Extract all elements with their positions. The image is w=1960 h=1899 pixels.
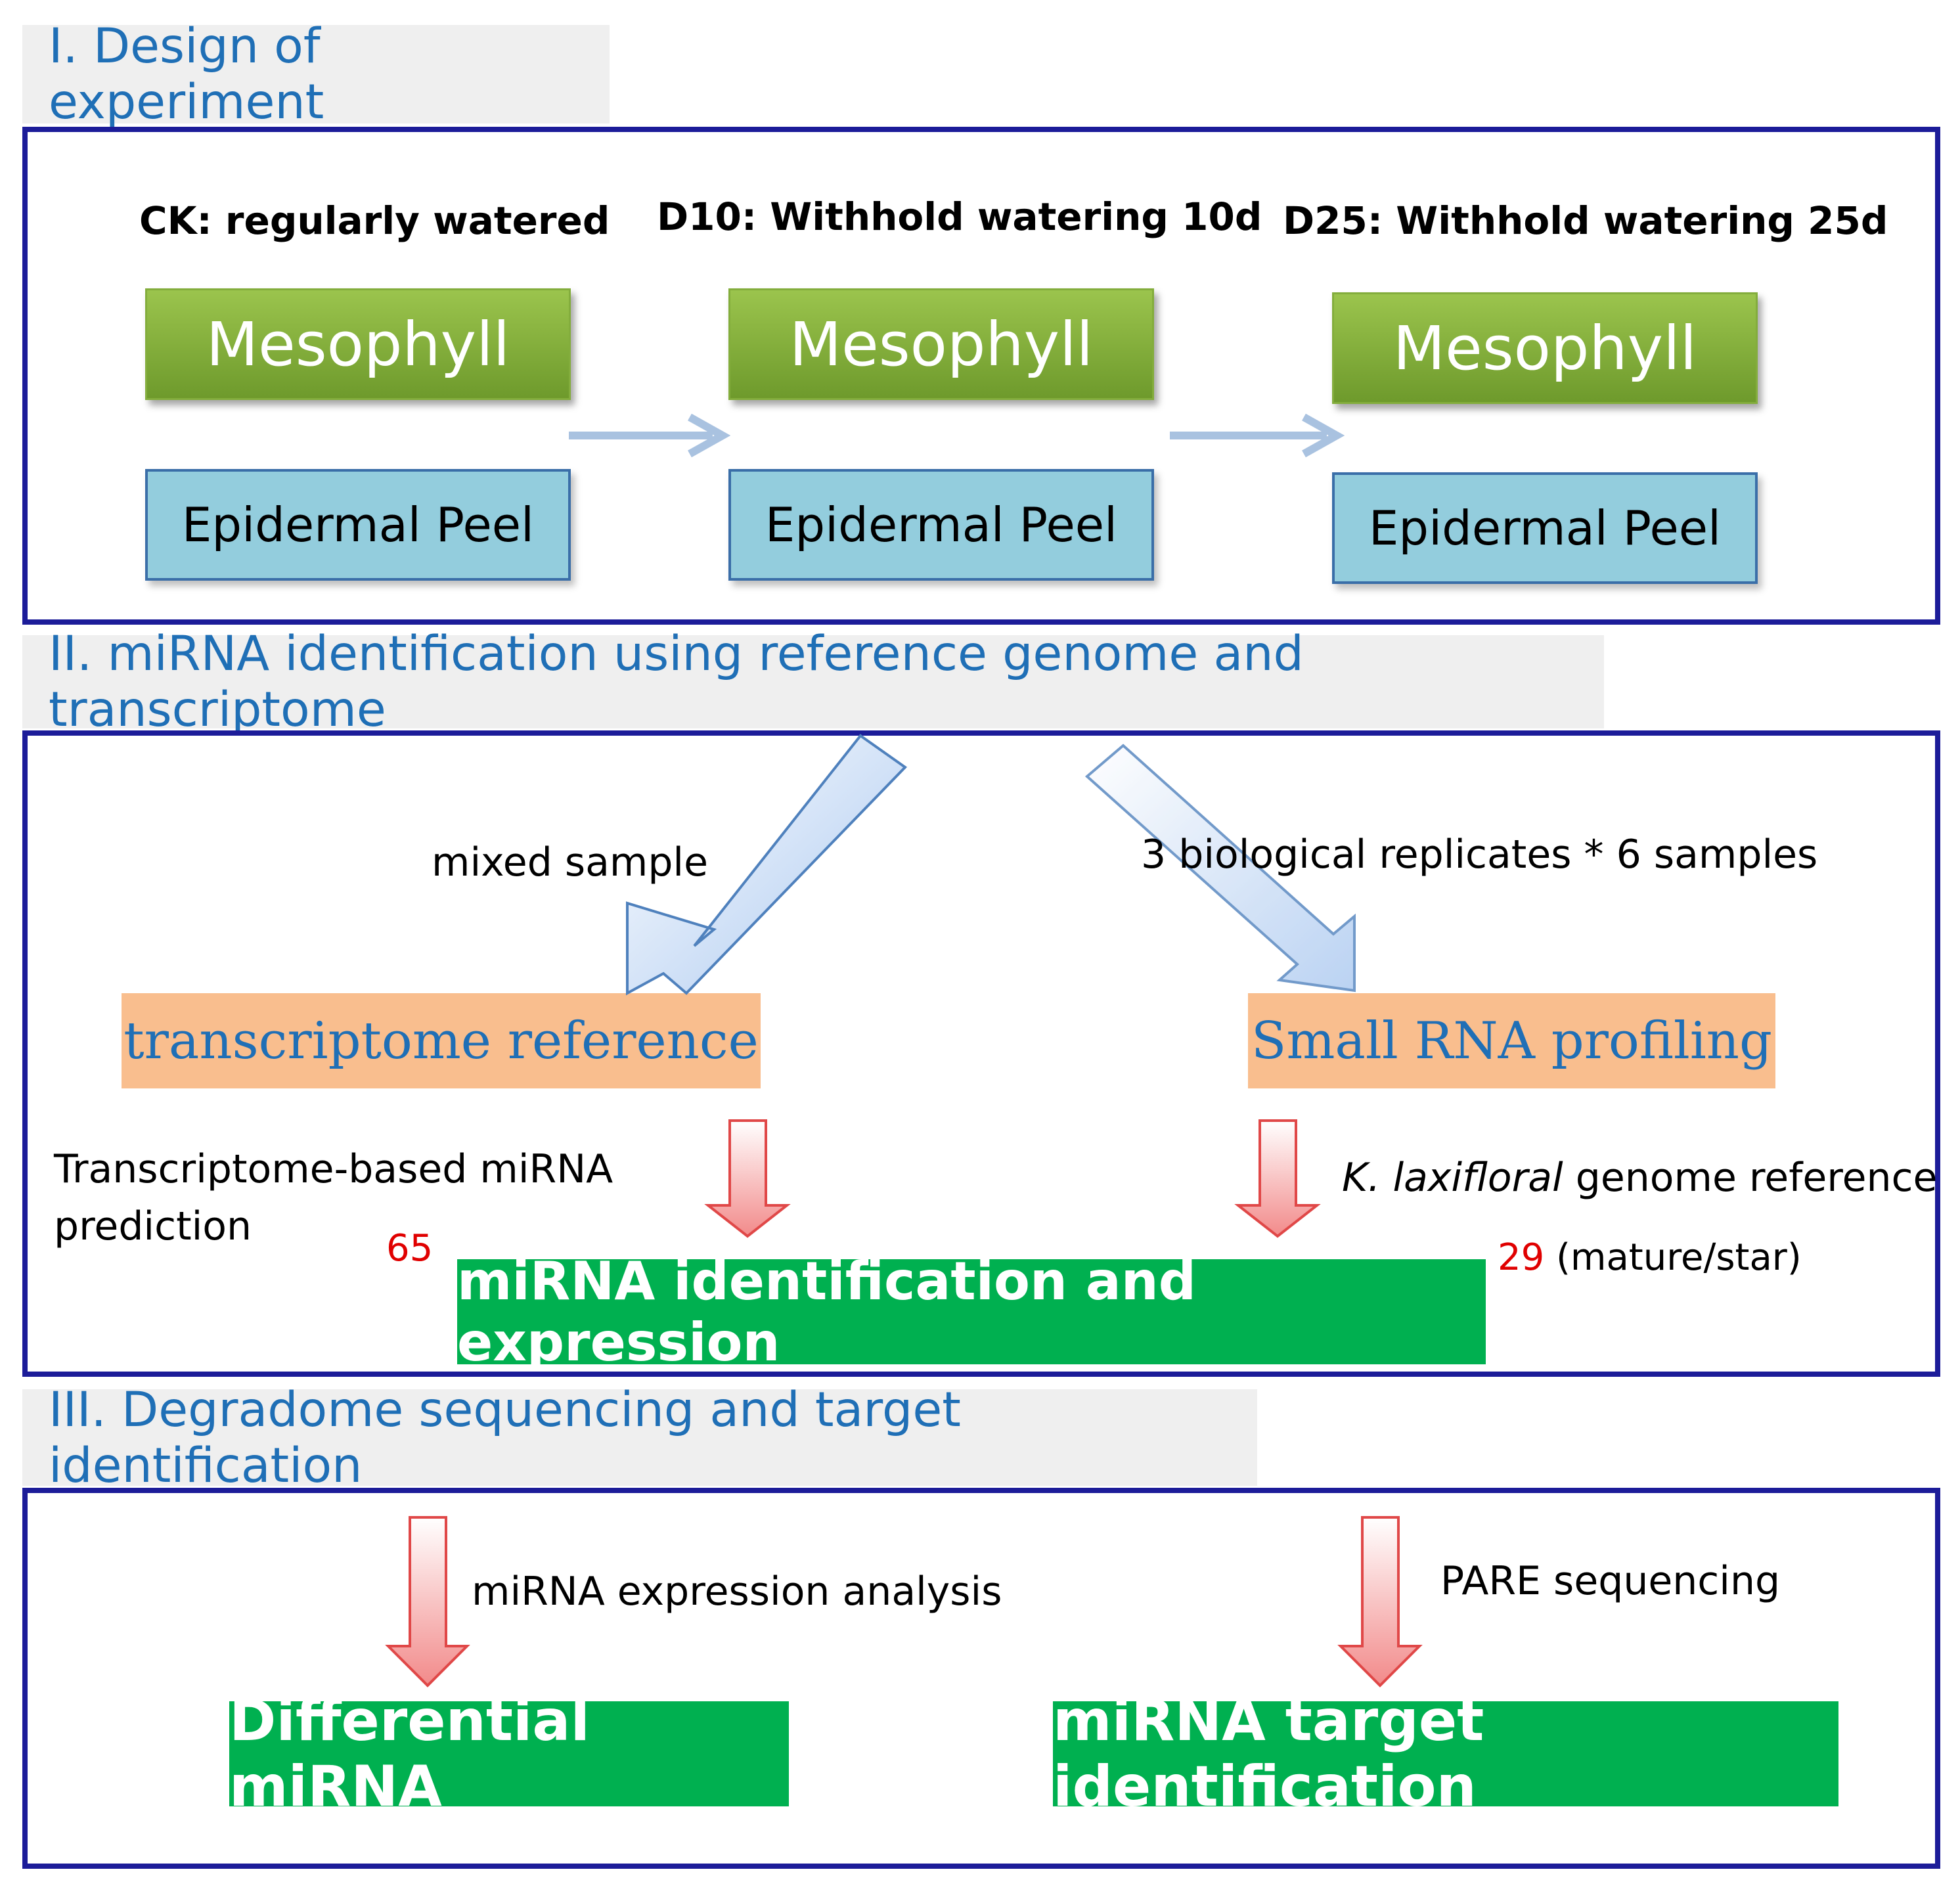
epidermal-peel-box-d10: Epidermal Peel (728, 469, 1154, 581)
condition-label-ck: CK: regularly watered (139, 198, 610, 243)
mesophyll-box-d25: Mesophyll (1332, 292, 1758, 404)
transcriptome-reference-box: transcriptome reference (122, 993, 761, 1088)
mature-star-note: (mature/star) (1544, 1236, 1802, 1279)
pare-sequencing-label: PARE sequencing (1440, 1558, 1781, 1604)
section3-title: III. Degradome sequencing and target ide… (22, 1382, 1257, 1494)
genome-mirna-count: 29 (1498, 1236, 1545, 1279)
transcriptome-prediction-label-line2: prediction (54, 1203, 252, 1249)
mixed-sample-label: mixed sample (432, 839, 708, 885)
genome-reference-label: K. laxifloral genome reference (1342, 1155, 1937, 1201)
transcriptome-prediction-label-line1: Transcriptome-based miRNA (54, 1146, 613, 1192)
transcriptome-mirna-count: 65 (386, 1227, 434, 1270)
small-rna-profiling-box: Small RNA profiling (1248, 993, 1775, 1088)
red-arrow-expression (385, 1516, 470, 1687)
mirna-expression-analysis-label: miRNA expression analysis (472, 1569, 1002, 1615)
epidermal-peel-box-d25: Epidermal Peel (1332, 472, 1758, 584)
blue-arrow-left (626, 734, 908, 996)
red-arrow-left (704, 1119, 791, 1238)
mesophyll-box-ck: Mesophyll (145, 288, 571, 400)
genome-count-label: 29 (mature/star) (1498, 1236, 1802, 1279)
mesophyll-box-d10: Mesophyll (728, 288, 1154, 400)
red-arrow-right (1234, 1119, 1321, 1238)
genome-reference-text: genome reference (1563, 1155, 1938, 1201)
mirna-identification-box: miRNA identification and expression (457, 1251, 1486, 1373)
blue-arrow-right (1084, 744, 1356, 993)
replicates-label: 3 biological replicates * 6 samples (1141, 832, 1818, 878)
flow-arrow-d10-to-d25 (1170, 413, 1345, 458)
red-arrow-pare (1337, 1516, 1423, 1687)
section2-title: II. miRNA identification using reference… (22, 626, 1604, 738)
species-name: K. laxifloral (1342, 1155, 1563, 1201)
condition-label-d25: D25: Withhold watering 25d (1283, 198, 1888, 243)
section1-title: I. Design of experiment (22, 18, 610, 130)
flow-arrow-ck-to-d10 (569, 413, 731, 458)
condition-label-d10: D10: Withhold watering 10d (657, 194, 1262, 239)
epidermal-peel-box-ck: Epidermal Peel (145, 469, 571, 581)
